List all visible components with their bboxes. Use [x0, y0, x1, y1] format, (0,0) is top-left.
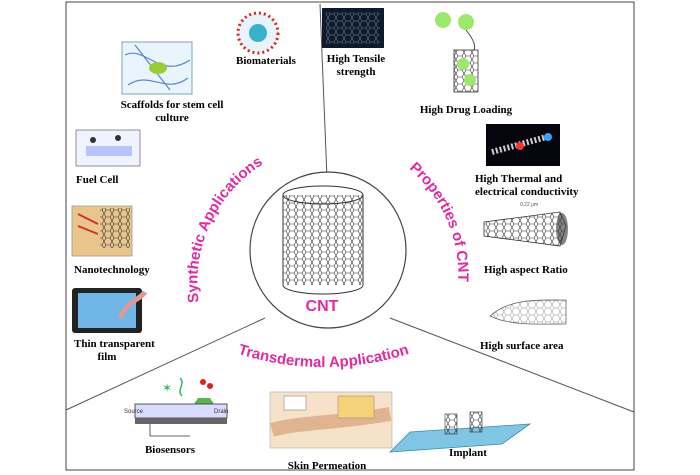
outer-frame: [65, 1, 635, 471]
transparent-film-icon: [72, 288, 148, 333]
divider-top: [319, 3, 328, 179]
label-scaffolds-line2: culture: [155, 112, 189, 124]
svg-text:Source: Source: [124, 409, 144, 415]
nanotechnology-icon: [71, 205, 133, 257]
section-title-transdermal: Transdermal Application: [236, 341, 410, 371]
svg-text:✶: ✶: [162, 381, 172, 395]
label-fuel-cell: Fuel Cell: [76, 174, 118, 186]
surface-area-icon: [489, 299, 567, 325]
svg-text:0.22 μm: 0.22 μm: [520, 202, 538, 208]
label-scaffolds-line1: Scaffolds for stem cell: [121, 99, 224, 111]
center-label: CNT: [306, 298, 339, 315]
aspect-ratio-icon: 0.22 μm: [483, 202, 568, 247]
label-conductivity-line2: electrical conductivity: [475, 186, 579, 198]
drug-loading-icon: [435, 12, 479, 93]
fuel-cell-icon: [75, 129, 141, 167]
implant-icon: [388, 411, 532, 453]
label-skin-permeation: Skin Permeation: [288, 460, 367, 472]
tensile-strength-icon: [322, 8, 384, 48]
label-drug-loading: High Drug Loading: [420, 104, 513, 116]
label-conductivity-line1: High Thermal and: [475, 173, 562, 185]
biomaterials-icon: [236, 11, 280, 55]
section-title-properties: Properties of CNT: [406, 159, 471, 282]
label-implant: Implant: [449, 447, 487, 459]
svg-text:Drain: Drain: [214, 409, 228, 415]
scaffold-icon: [121, 41, 193, 95]
label-aspect-ratio: High aspect Ratio: [484, 264, 568, 276]
label-nanotechnology: Nanotechnology: [74, 264, 150, 276]
label-biosensors: Biosensors: [145, 444, 196, 456]
label-thin-film-line2: film: [98, 351, 117, 363]
label-surface-area: High surface area: [480, 340, 564, 352]
skin-permeation-icon: [269, 391, 393, 449]
cnt-tube-icon: [282, 185, 364, 295]
divider-right: [389, 317, 635, 413]
conductivity-icon: [486, 124, 560, 166]
label-thin-film-line1: Thin transparent: [74, 338, 155, 350]
label-tensile-line2: strength: [337, 66, 376, 78]
divider-left: [65, 317, 266, 411]
biosensor-icon: ✶ Source Drain: [124, 377, 228, 437]
label-biomaterials: Biomaterials: [236, 55, 297, 67]
label-tensile-line1: High Tensile: [327, 53, 386, 65]
